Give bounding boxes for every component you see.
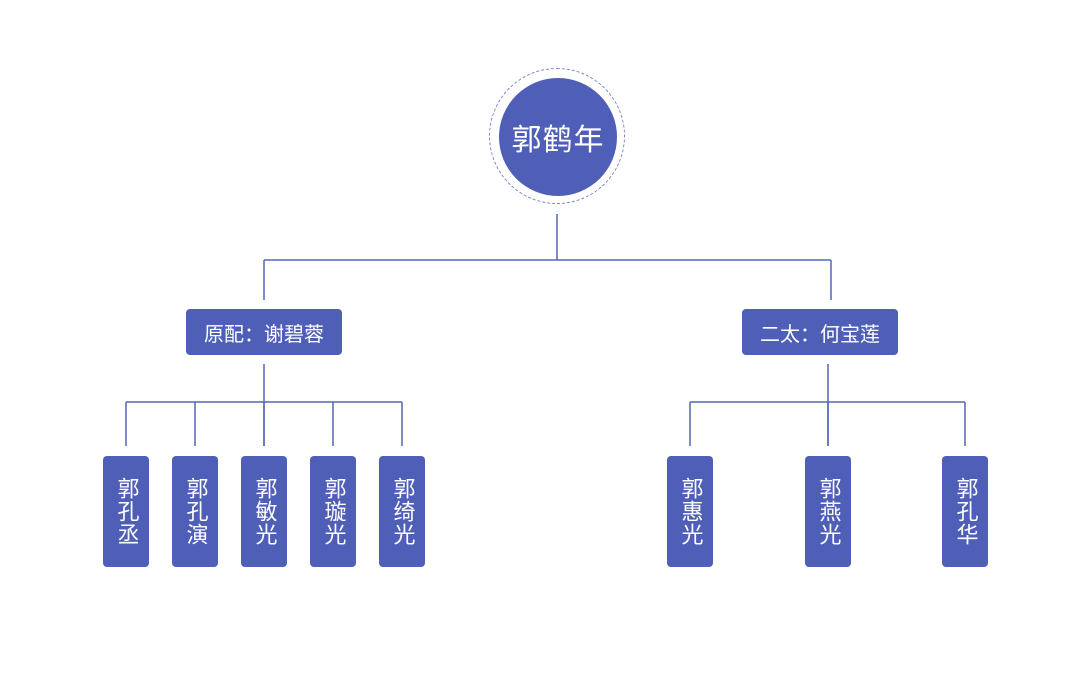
child-node-left-3: 郭敏光 — [241, 456, 287, 567]
root-node-label: 郭鹤年 — [511, 123, 605, 158]
child-node-left-4: 郭璇光 — [310, 456, 356, 567]
child-node-right-3: 郭孔华 — [942, 456, 988, 567]
child-node-left-2: 郭孔演 — [172, 456, 218, 567]
child-node-right-1: 郭惠光 — [667, 456, 713, 567]
child-node-left-1: 郭孔丞 — [103, 456, 149, 567]
child-node-right-1-label: 郭惠光 — [677, 477, 703, 546]
child-node-left-5-label: 郭绮光 — [389, 477, 415, 546]
child-node-left-2-label: 郭孔演 — [182, 477, 208, 546]
child-node-right-3-label: 郭孔华 — [952, 477, 978, 546]
child-node-left-3-label: 郭敏光 — [251, 477, 277, 546]
child-node-right-2-label: 郭燕光 — [815, 477, 841, 546]
child-node-left-1-label: 郭孔丞 — [113, 477, 139, 546]
spouse-node-right: 二太：何宝莲 — [742, 309, 898, 355]
child-node-left-4-label: 郭璇光 — [320, 477, 346, 546]
spouse-node-left-label: 原配：谢碧蓉 — [204, 321, 324, 346]
child-node-right-2: 郭燕光 — [805, 456, 851, 567]
root-node: 郭鹤年 — [499, 78, 617, 196]
spouse-node-left: 原配：谢碧蓉 — [186, 309, 342, 355]
root-node-ring — [489, 68, 625, 204]
child-node-left-5: 郭绮光 — [379, 456, 425, 567]
spouse-node-right-label: 二太：何宝莲 — [760, 321, 880, 346]
